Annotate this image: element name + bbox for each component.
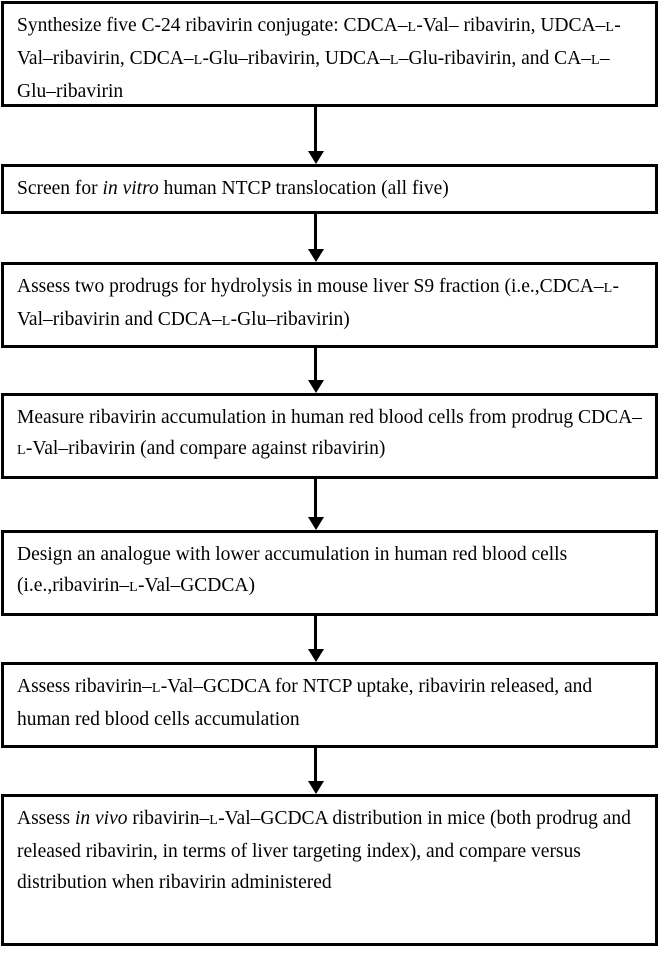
step-1-box: Synthesize five C-24 ribavirin conjugate… bbox=[1, 1, 658, 107]
step-text-run: –Glu-ribavirin, and CA– bbox=[398, 48, 591, 69]
l-stereo-prefix: L bbox=[221, 314, 231, 329]
italic-term: in vitro bbox=[102, 178, 159, 199]
l-stereo-prefix: L bbox=[407, 20, 417, 35]
step-text-run: human NTCP translocation (all five) bbox=[158, 178, 449, 199]
step-2-box: Screen for in vitro human NTCP transloca… bbox=[1, 164, 658, 214]
l-stereo-prefix: L bbox=[193, 53, 203, 68]
italic-term: in vivo bbox=[74, 808, 128, 829]
arrow-down-icon bbox=[308, 649, 324, 662]
step-3-box: Assess two prodrugs for hydrolysis in mo… bbox=[1, 262, 658, 348]
step-6-box: Assess ribavirin–L-Val–GCDCA for NTCP up… bbox=[1, 662, 658, 748]
step-1-text: Synthesize five C-24 ribavirin conjugate… bbox=[17, 10, 643, 107]
arrow-down-icon bbox=[308, 249, 324, 262]
step-text-run: Design an analogue with lower accumulati… bbox=[17, 544, 568, 596]
step-text-run: -Glu–ribavirin) bbox=[230, 309, 350, 330]
arrow-1-2 bbox=[308, 107, 324, 164]
step-text-run: -Glu–ribavirin, UDCA– bbox=[202, 48, 390, 69]
arrow-down-icon bbox=[308, 380, 324, 393]
l-stereo-prefix: L bbox=[605, 20, 615, 35]
step-text-run: -Val–ribavirin (and compare against riba… bbox=[25, 438, 386, 459]
step-text-run: –Glu–ribavirin bbox=[17, 48, 610, 102]
step-text-run: -Val–ribavirin, CDCA– bbox=[17, 15, 621, 69]
step-2-text: Screen for in vitro human NTCP transloca… bbox=[17, 173, 643, 204]
step-6-text: Assess ribavirin–L-Val–GCDCA for NTCP up… bbox=[17, 671, 643, 735]
step-text-run: -Val–GCDCA) bbox=[137, 575, 255, 596]
step-3-text: Assess two prodrugs for hydrolysis in mo… bbox=[17, 271, 643, 337]
arrow-6-7 bbox=[308, 748, 324, 794]
step-text-run: Measure ribavirin accumulation in human … bbox=[17, 407, 642, 428]
arrow-4-5 bbox=[308, 479, 324, 530]
step-text-run: Assess bbox=[17, 808, 75, 829]
step-text-run: Synthesize five C-24 ribavirin conjugate… bbox=[17, 15, 408, 36]
arrow-3-4 bbox=[308, 348, 324, 393]
arrow-2-3 bbox=[308, 214, 324, 262]
l-stereo-prefix: L bbox=[17, 443, 26, 458]
l-stereo-prefix: L bbox=[590, 53, 600, 68]
l-stereo-prefix: L bbox=[389, 53, 399, 68]
step-5-text: Design an analogue with lower accumulati… bbox=[17, 539, 643, 603]
step-text-run: -Val–ribavirin and CDCA– bbox=[17, 276, 619, 330]
l-stereo-prefix: L bbox=[129, 580, 138, 595]
arrow-5-6 bbox=[308, 616, 324, 662]
l-stereo-prefix: L bbox=[209, 813, 219, 828]
step-text-run: -Val–GCDCA for NTCP uptake, ribavirin re… bbox=[17, 676, 593, 730]
l-stereo-prefix: L bbox=[151, 681, 161, 696]
arrow-down-icon bbox=[308, 151, 324, 164]
step-5-box: Design an analogue with lower accumulati… bbox=[1, 530, 658, 616]
step-4-text: Measure ribavirin accumulation in human … bbox=[17, 402, 643, 466]
step-7-text: Assess in vivo ribavirin–L-Val–GCDCA dis… bbox=[17, 803, 643, 898]
arrow-down-icon bbox=[308, 517, 324, 530]
arrow-down-icon bbox=[308, 781, 324, 794]
step-text-run: ribavirin– bbox=[127, 808, 210, 829]
step-4-box: Measure ribavirin accumulation in human … bbox=[1, 393, 658, 479]
step-text-run: -Val–GCDCA distribution in mice (both pr… bbox=[17, 808, 631, 893]
step-text-run: Assess two prodrugs for hydrolysis in mo… bbox=[17, 276, 604, 297]
step-text-run: Screen for bbox=[17, 178, 103, 199]
step-text-run: -Val– ribavirin, UDCA– bbox=[416, 15, 606, 36]
step-text-run: Assess ribavirin– bbox=[17, 676, 152, 697]
l-stereo-prefix: L bbox=[603, 281, 613, 296]
step-7-box: Assess in vivo ribavirin–L-Val–GCDCA dis… bbox=[1, 794, 658, 946]
